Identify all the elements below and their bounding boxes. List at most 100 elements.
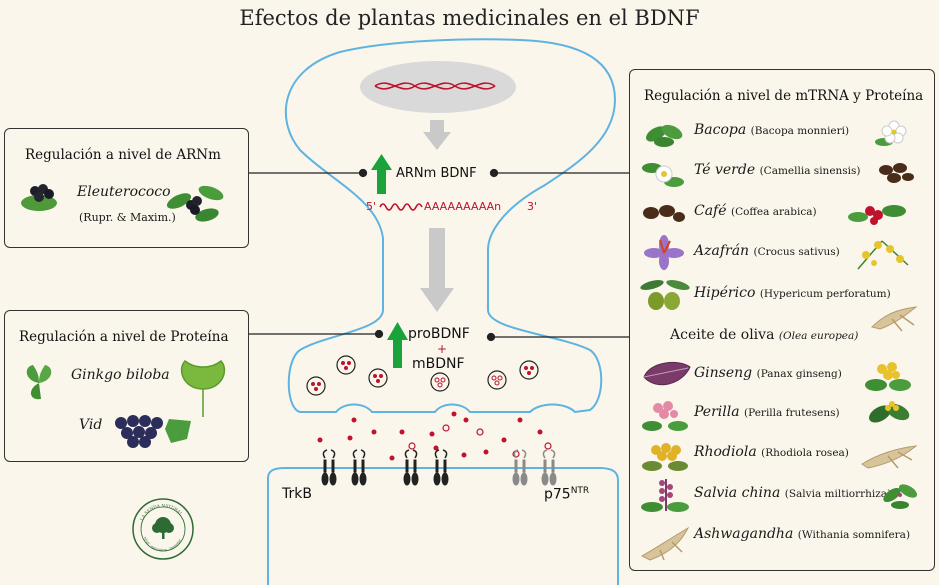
- arnm-bdnf-label: ARNm BDNF: [396, 166, 477, 181]
- bdnf-particles: [317, 411, 543, 461]
- list-item-label: Azafrán (Crocus sativus): [694, 243, 840, 259]
- mrna-tail-label: AAAAAAAAAn: [424, 200, 502, 213]
- plant-name: Azafrán: [694, 243, 750, 259]
- plant-name: Hipérico: [694, 285, 756, 301]
- list-item-label: Rhodiola (Rhodiola rosea): [694, 444, 849, 460]
- list-item: Azafrán (Crocus sativus): [630, 233, 939, 273]
- list-item: Perilla (Perilla frutesens): [630, 394, 939, 434]
- root-icon: [861, 445, 918, 469]
- list-item-label: Perilla (Perilla frutesens): [694, 404, 840, 420]
- mtrna-box-title: Regulación a nivel de mTRNA y Proteína: [644, 88, 924, 104]
- plant-name: Café: [694, 203, 727, 219]
- coffee-cherries-icon: [848, 205, 906, 225]
- page-title: Efectos de plantas medicinales en el BDN…: [239, 6, 700, 30]
- plus-label: +: [437, 342, 448, 356]
- trkb-receptors: [321, 449, 449, 486]
- salvia-flower-icon: [641, 479, 689, 512]
- plant-scientific-name: (Crocus sativus): [753, 246, 840, 258]
- list-item: Salvia china (Salvia miltiorrhiza): [630, 475, 939, 515]
- list-item: Rhodiola (Rhodiola rosea): [630, 434, 939, 474]
- plant-name: Té verde: [694, 162, 756, 178]
- list-item-label: Aceite de oliva (Olea europea): [670, 327, 858, 343]
- p75-receptors: [512, 449, 557, 486]
- mrna-5-label: 5': [366, 200, 377, 213]
- eleuterococo-branch-icon: [166, 185, 224, 222]
- saffron-flower-icon: [644, 235, 684, 270]
- perilla-leaves-icon: [869, 401, 910, 423]
- mrna-strand-icon: [379, 203, 423, 211]
- arnm-box-title: Regulación a nivel de ARNm: [25, 147, 221, 163]
- olives-icon: [640, 280, 690, 310]
- plant-name: Salvia china: [694, 485, 781, 501]
- plant-scientific-name: (Salvia miltiorrhiza): [784, 488, 892, 500]
- plant-name: Bacopa: [694, 122, 747, 138]
- list-item: Aceite de oliva (Olea europea): [630, 306, 939, 357]
- trkb-label: TrkB: [282, 486, 312, 502]
- plant-scientific-name: (Bacopa monnieri): [750, 125, 850, 137]
- arrow-up-icon: [371, 154, 392, 194]
- plant-scientific-name: (Camellia sinensis): [759, 165, 861, 177]
- p75-text: p75: [544, 486, 571, 503]
- plant-name: Ginseng: [694, 365, 753, 381]
- plant-name: Rhodiola: [694, 444, 757, 460]
- mtrna-protein-regulation-box: Regulación a nivel de mTRNA y Proteína B…: [629, 69, 935, 571]
- eleuterococo-authority: (Rupr. & Maxim.): [79, 211, 176, 224]
- yellow-flower-cluster-icon: [865, 362, 911, 391]
- plant-name: Ashwagandha: [694, 526, 794, 542]
- ginkgo-leaves-icon: [26, 365, 52, 400]
- arrow-down-icon: [423, 120, 451, 150]
- bacopa-leaves-icon: [646, 124, 683, 147]
- perilla-leaf-icon: [643, 361, 691, 386]
- tree-icon: [152, 517, 174, 539]
- grapes-icon: [115, 415, 191, 448]
- plant-name: Perilla: [694, 404, 740, 420]
- plant-scientific-name: (Perilla frutesens): [744, 407, 840, 419]
- pink-flowers-icon: [642, 401, 688, 431]
- white-flower-icon: [875, 120, 907, 146]
- arnm-regulation-box: Regulación a nivel de ARNm Eleuterococo …: [4, 128, 249, 248]
- salvia-leaves-icon: [883, 484, 918, 509]
- probdnf-label: proBDNF: [408, 326, 470, 342]
- list-item: Ginseng (Panax ginseng): [630, 355, 939, 395]
- list-item: Ashwagandha (Withania somnifera): [630, 516, 939, 561]
- protein-box-title: Regulación a nivel de Proteína: [19, 329, 229, 345]
- la-senda-natural-logo: LA SENDA NATURAL salud · naturaleza · bi…: [132, 498, 194, 560]
- arrow-up-icon: [387, 322, 408, 368]
- postsynaptic-membrane: [267, 467, 619, 585]
- ashwagandha-root-icon: [640, 526, 690, 561]
- ginseng-root-icon: [871, 306, 918, 332]
- list-item: Bacopa (Bacopa monnieri): [630, 112, 939, 152]
- mrna-3-label: 3': [527, 200, 538, 213]
- mbdnf-label: mBDNF: [412, 356, 465, 372]
- tea-flower-icon: [642, 163, 684, 187]
- protein-regulation-box: Regulación a nivel de Proteína Ginkgo bi…: [4, 310, 249, 462]
- coffee-beans-icon: [879, 163, 914, 183]
- hypericum-flowers-icon: [857, 240, 909, 270]
- coffee-beans-icon: [643, 205, 685, 222]
- vid-name: Vid: [79, 417, 103, 433]
- presynaptic-neuron-outline: [284, 38, 617, 414]
- vesicles: [306, 355, 539, 396]
- eleuterococo-name: Eleuterococo: [77, 184, 171, 200]
- list-item-label: Salvia china (Salvia miltiorrhiza): [694, 485, 891, 501]
- p75-superscript: NTR: [570, 486, 590, 496]
- list-item: Hipérico (Hypericum perforatum): [630, 275, 939, 315]
- list-item-label: Hipérico (Hypericum perforatum): [694, 285, 891, 301]
- plant-scientific-name: (Panax ginseng): [756, 368, 842, 380]
- list-item-label: Té verde (Camellia sinensis): [694, 162, 861, 178]
- list-item-label: Ginseng (Panax ginseng): [694, 365, 842, 381]
- list-item: Café (Coffea arabica): [630, 193, 939, 233]
- list-item-label: Bacopa (Bacopa monnieri): [694, 122, 849, 138]
- plant-scientific-name: (Hypericum perforatum): [759, 288, 891, 300]
- list-item-label: Ashwagandha (Withania somnifera): [694, 526, 910, 542]
- arrow-down-icon: [420, 228, 454, 312]
- list-item-label: Café (Coffea arabica): [694, 203, 817, 219]
- plant-scientific-name: (Coffea arabica): [730, 206, 817, 218]
- p75-label: p75NTR: [544, 486, 589, 503]
- plant-name: Aceite de oliva: [670, 327, 775, 343]
- rhodiola-flowers-icon: [642, 443, 688, 471]
- list-item: Té verde (Camellia sinensis): [630, 152, 939, 192]
- ginkgo-leaf-icon: [180, 359, 226, 417]
- plant-scientific-name: (Rhodiola rosea): [761, 447, 849, 459]
